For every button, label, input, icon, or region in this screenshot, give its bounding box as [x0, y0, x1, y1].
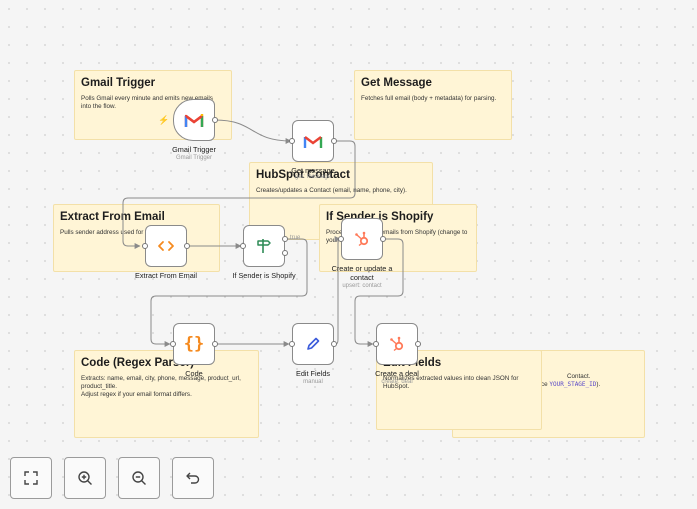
true-output-handle[interactable]	[282, 236, 288, 242]
undo-icon	[186, 472, 200, 484]
stage-id-code: YOUR_STAGE_ID	[549, 381, 597, 388]
edge-edit-to-contact[interactable]	[334, 236, 341, 345]
true-branch-label: true	[290, 235, 301, 241]
sticky-get-message[interactable]: Get Message Fetches full email (body + m…	[354, 70, 512, 140]
sticky-text: Fetches full email (body + metadata) for…	[361, 95, 497, 102]
edge-if-true-to-code[interactable]	[150, 238, 308, 347]
node-label: Gmail Trigger	[172, 145, 216, 154]
deal-text-prefix: Contact.	[567, 373, 591, 380]
sticky-title: Gmail Trigger	[81, 77, 156, 89]
node-extract-from-email[interactable]: Extract From Email	[135, 225, 197, 280]
zoom-out-button[interactable]	[118, 457, 160, 499]
node-label: Create a deal	[375, 369, 419, 378]
deal-text-mid: ce	[541, 381, 548, 388]
node-label: Code	[185, 369, 203, 378]
code-brackets-icon	[158, 241, 174, 251]
edge-contact-to-deal[interactable]	[354, 238, 404, 347]
fit-view-icon	[24, 471, 38, 485]
input-handle[interactable]	[240, 243, 246, 249]
trigger-bolt-icon: ⚡	[158, 115, 170, 125]
input-handle[interactable]	[142, 243, 148, 249]
gmail-icon	[303, 136, 323, 148]
edge-trigger-to-get[interactable]	[214, 119, 292, 144]
node-get-message[interactable]: Get message get: message	[291, 120, 335, 180]
input-handle[interactable]	[289, 138, 295, 144]
output-handle[interactable]	[184, 243, 190, 249]
sticky-extract-from-email[interactable]: Extract From Email Pulls sender address …	[53, 204, 220, 272]
node-subtitle: upsert: contact	[342, 283, 382, 289]
zoom-in-button[interactable]	[64, 457, 106, 499]
node-label: Extract From Email	[134, 271, 198, 280]
output-handle[interactable]	[331, 138, 337, 144]
output-handle[interactable]	[212, 117, 218, 123]
false-output-handle[interactable]	[282, 250, 288, 256]
deal-text-suffix: ).	[596, 381, 601, 388]
signpost-icon	[257, 239, 271, 253]
fit-view-button[interactable]	[10, 457, 52, 499]
output-handle[interactable]	[212, 341, 218, 347]
node-code[interactable]: {} Code	[173, 323, 215, 378]
node-gmail-trigger[interactable]: Gmail Trigger Gmail Trigger	[172, 99, 216, 161]
sticky-text: Contact.	[567, 373, 590, 381]
node-label: Edit Fields	[295, 369, 331, 378]
node-label: Get message	[291, 166, 335, 175]
hubspot-icon	[355, 231, 369, 247]
sticky-title: Code (Regex Parser)	[81, 357, 195, 369]
edge-get-to-extract[interactable]	[122, 140, 356, 249]
sticky-text: Polls Gmail every minute and emits new e…	[81, 95, 213, 110]
output-handle[interactable]	[331, 341, 337, 347]
node-hubspot-contact[interactable]: Create or update a contact upsert: conta…	[332, 218, 392, 289]
hubspot-icon	[390, 336, 404, 352]
node-subtitle: manual	[303, 379, 323, 385]
input-handle[interactable]	[170, 341, 176, 347]
curly-braces-icon: {}	[183, 334, 205, 354]
node-subtitle: create: deal	[381, 379, 413, 385]
sticky-text: Extracts: name, email, city, phone, mess…	[81, 375, 241, 398]
zoom-in-icon	[78, 471, 92, 485]
zoom-out-icon	[132, 471, 146, 485]
output-handle[interactable]	[415, 341, 421, 347]
sticky-title: Get Message	[361, 77, 432, 89]
sticky-text: Normalizes extracted values into clean J…	[383, 375, 519, 390]
output-handle[interactable]	[380, 236, 386, 242]
node-subtitle: Gmail Trigger	[175, 155, 213, 161]
node-label: If Sender is Shopify	[232, 271, 296, 280]
node-create-deal[interactable]: Create a deal create: deal	[375, 323, 419, 385]
sticky-text: ce YOUR_STAGE_ID).	[541, 381, 600, 389]
gmail-icon	[184, 114, 204, 127]
sticky-title: HubSpot Contact	[256, 169, 350, 181]
pencil-icon	[307, 337, 320, 350]
node-subtitle: get: message	[294, 174, 332, 180]
input-handle[interactable]	[289, 341, 295, 347]
node-if-sender-shopify[interactable]: If Sender is Shopify	[232, 225, 296, 280]
node-edit-fields[interactable]: Edit Fields manual	[292, 323, 334, 385]
undo-button[interactable]	[172, 457, 214, 499]
sticky-text: Creates/updates a Contact (email, name, …	[256, 187, 407, 194]
input-handle[interactable]	[338, 236, 344, 242]
node-label: Create or update a contact	[331, 264, 393, 282]
sticky-if-sender-shopify[interactable]: If Sender is Shopify Proceeds only with …	[319, 204, 477, 272]
input-handle[interactable]	[373, 341, 379, 347]
sticky-title: Extract From Email	[60, 211, 165, 223]
sticky-code-regex-parser[interactable]: Code (Regex Parser) Extracts: name, emai…	[74, 350, 259, 438]
